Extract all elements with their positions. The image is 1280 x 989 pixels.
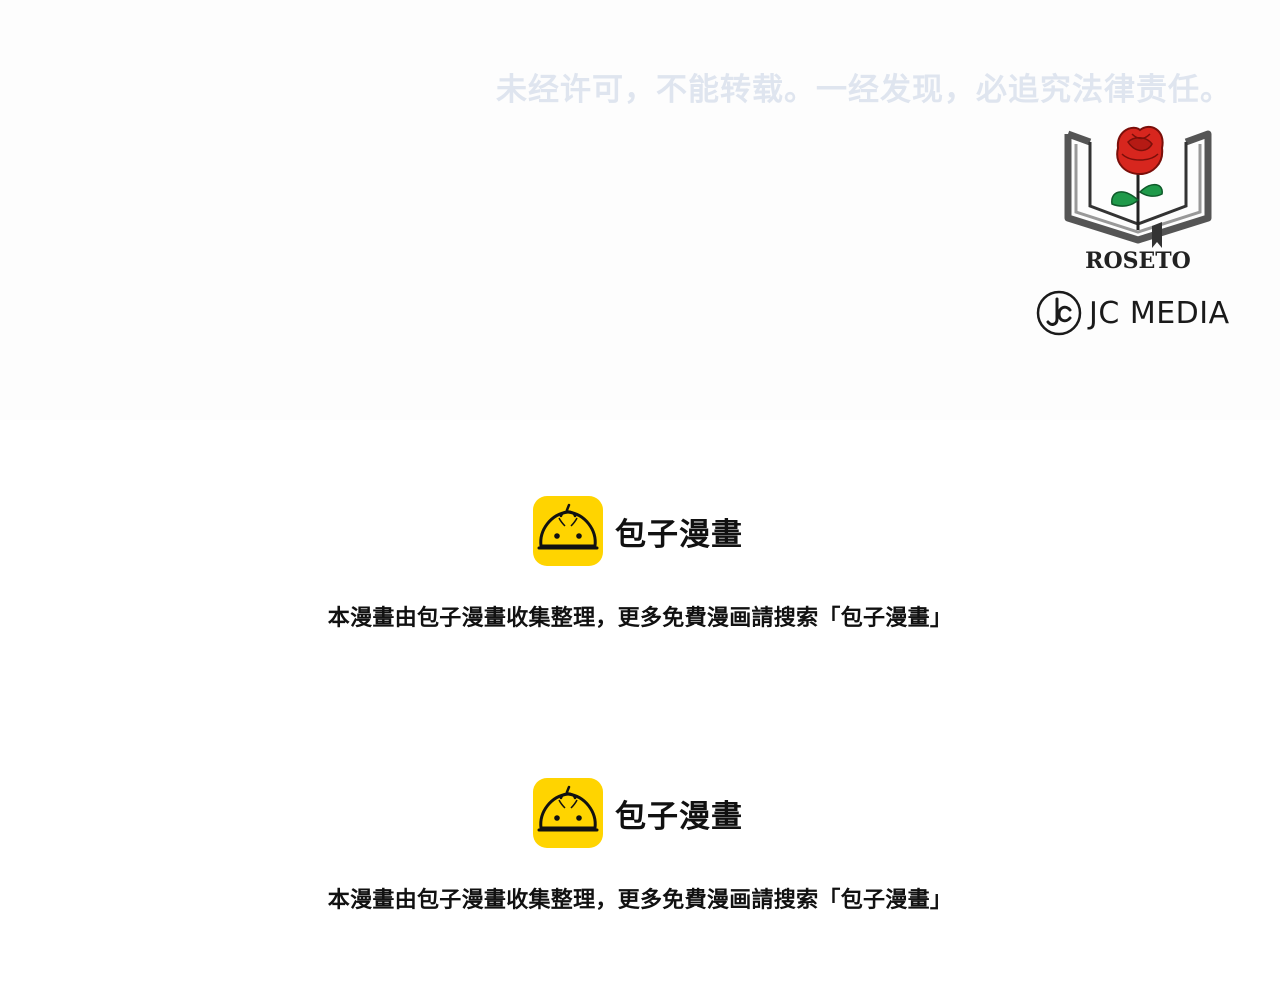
- promo-brand: 包子漫畫: [533, 778, 743, 848]
- roseto-rose-book-icon: [1064, 125, 1212, 248]
- baozi-app-icon: [533, 496, 603, 566]
- roseto-label: ROSETO: [1085, 248, 1191, 274]
- jc-circle-icon: [1036, 290, 1082, 336]
- promo-brand: 包子漫畫: [533, 496, 743, 566]
- promo-message: 本漫畫由包子漫畫收集整理，更多免費漫画請搜索「包子漫畫」: [327, 888, 953, 913]
- jc-media-label: JC MEDIA: [1089, 295, 1230, 331]
- baozi-app-icon: [533, 778, 603, 848]
- promo-message: 本漫畫由包子漫畫收集整理，更多免費漫画請搜索「包子漫畫」: [327, 606, 953, 631]
- promo-block: 包子漫畫 本漫畫由包子漫畫收集整理，更多免費漫画請搜索「包子漫畫」: [0, 496, 1280, 636]
- brand-name: 包子漫畫: [615, 798, 743, 835]
- copyright-notice: 未经许可，不能转载。一经发现，必追究法律责任。: [496, 72, 1232, 108]
- brand-name: 包子漫畫: [615, 516, 743, 553]
- jc-media-logo: JC MEDIA: [1035, 288, 1230, 338]
- promo-block: 包子漫畫 本漫畫由包子漫畫收集整理，更多免費漫画請搜索「包子漫畫」: [0, 778, 1280, 918]
